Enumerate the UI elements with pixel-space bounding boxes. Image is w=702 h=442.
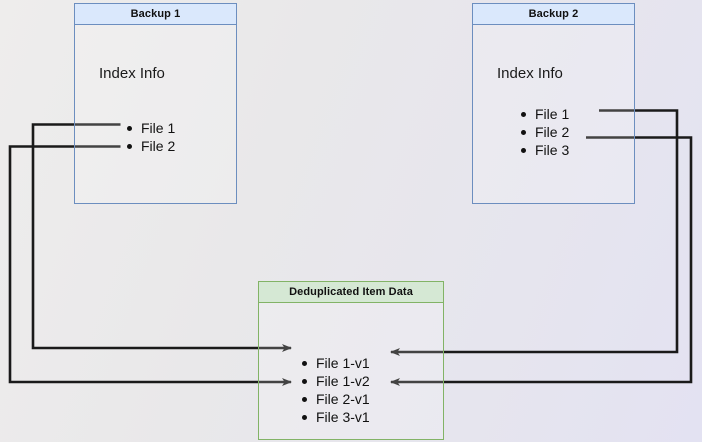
backup-1-index-info-label: Index Info [99, 65, 165, 82]
list-item[interactable]: File 1 [127, 119, 175, 137]
list-item-label: File 1 [535, 106, 570, 122]
list-item[interactable]: File 1-v1 [302, 354, 370, 372]
backup-2-box[interactable]: Backup 2 Index Info File 1 File 2 File 3 [472, 3, 635, 204]
backup-2-body: Index Info File 1 File 2 File 3 [473, 25, 634, 203]
backup-1-header: Backup 1 [75, 4, 236, 25]
backup-1-box[interactable]: Backup 1 Index Info File 1 File 2 [74, 3, 237, 204]
backup-2-file-list: File 1 File 2 File 3 [521, 105, 569, 159]
backup-1-file-list: File 1 File 2 [127, 119, 175, 155]
backup-1-body: Index Info File 1 File 2 [75, 25, 236, 203]
backup-2-header: Backup 2 [473, 4, 634, 25]
deduplicated-item-data-body: File 1-v1 File 1-v2 File 2-v1 File 3-v1 [259, 303, 443, 439]
deduplicated-file-list: File 1-v1 File 1-v2 File 2-v1 File 3-v1 [302, 354, 370, 426]
bullet-icon [302, 414, 307, 420]
bullet-icon [521, 111, 526, 117]
deduplicated-item-data-title: Deduplicated Item Data [289, 286, 413, 298]
list-item[interactable]: File 2 [521, 123, 569, 141]
list-item-label: File 1-v2 [316, 373, 370, 389]
bullet-icon [127, 143, 132, 149]
backup-1-title: Backup 1 [130, 8, 181, 20]
bullet-icon [302, 378, 307, 384]
list-item[interactable]: File 2 [127, 137, 175, 155]
deduplicated-item-data-box[interactable]: Deduplicated Item Data File 1-v1 File 1-… [258, 281, 444, 440]
bullet-icon [521, 147, 526, 153]
bullet-icon [302, 360, 307, 366]
bullet-icon [127, 125, 132, 131]
list-item-label: File 2 [141, 138, 176, 154]
backup-2-index-info-label: Index Info [497, 65, 563, 82]
deduplicated-item-data-header: Deduplicated Item Data [259, 282, 443, 303]
list-item-label: File 1-v1 [316, 355, 370, 371]
list-item[interactable]: File 2-v1 [302, 390, 370, 408]
bullet-icon [302, 396, 307, 402]
list-item[interactable]: File 1 [521, 105, 569, 123]
list-item-label: File 3 [535, 142, 570, 158]
backup-2-title: Backup 2 [528, 8, 579, 20]
list-item-label: File 3-v1 [316, 409, 370, 425]
list-item[interactable]: File 3-v1 [302, 408, 370, 426]
list-item[interactable]: File 1-v2 [302, 372, 370, 390]
list-item-label: File 2 [535, 124, 570, 140]
list-item[interactable]: File 3 [521, 141, 569, 159]
bullet-icon [521, 129, 526, 135]
list-item-label: File 2-v1 [316, 391, 370, 407]
list-item-label: File 1 [141, 120, 176, 136]
